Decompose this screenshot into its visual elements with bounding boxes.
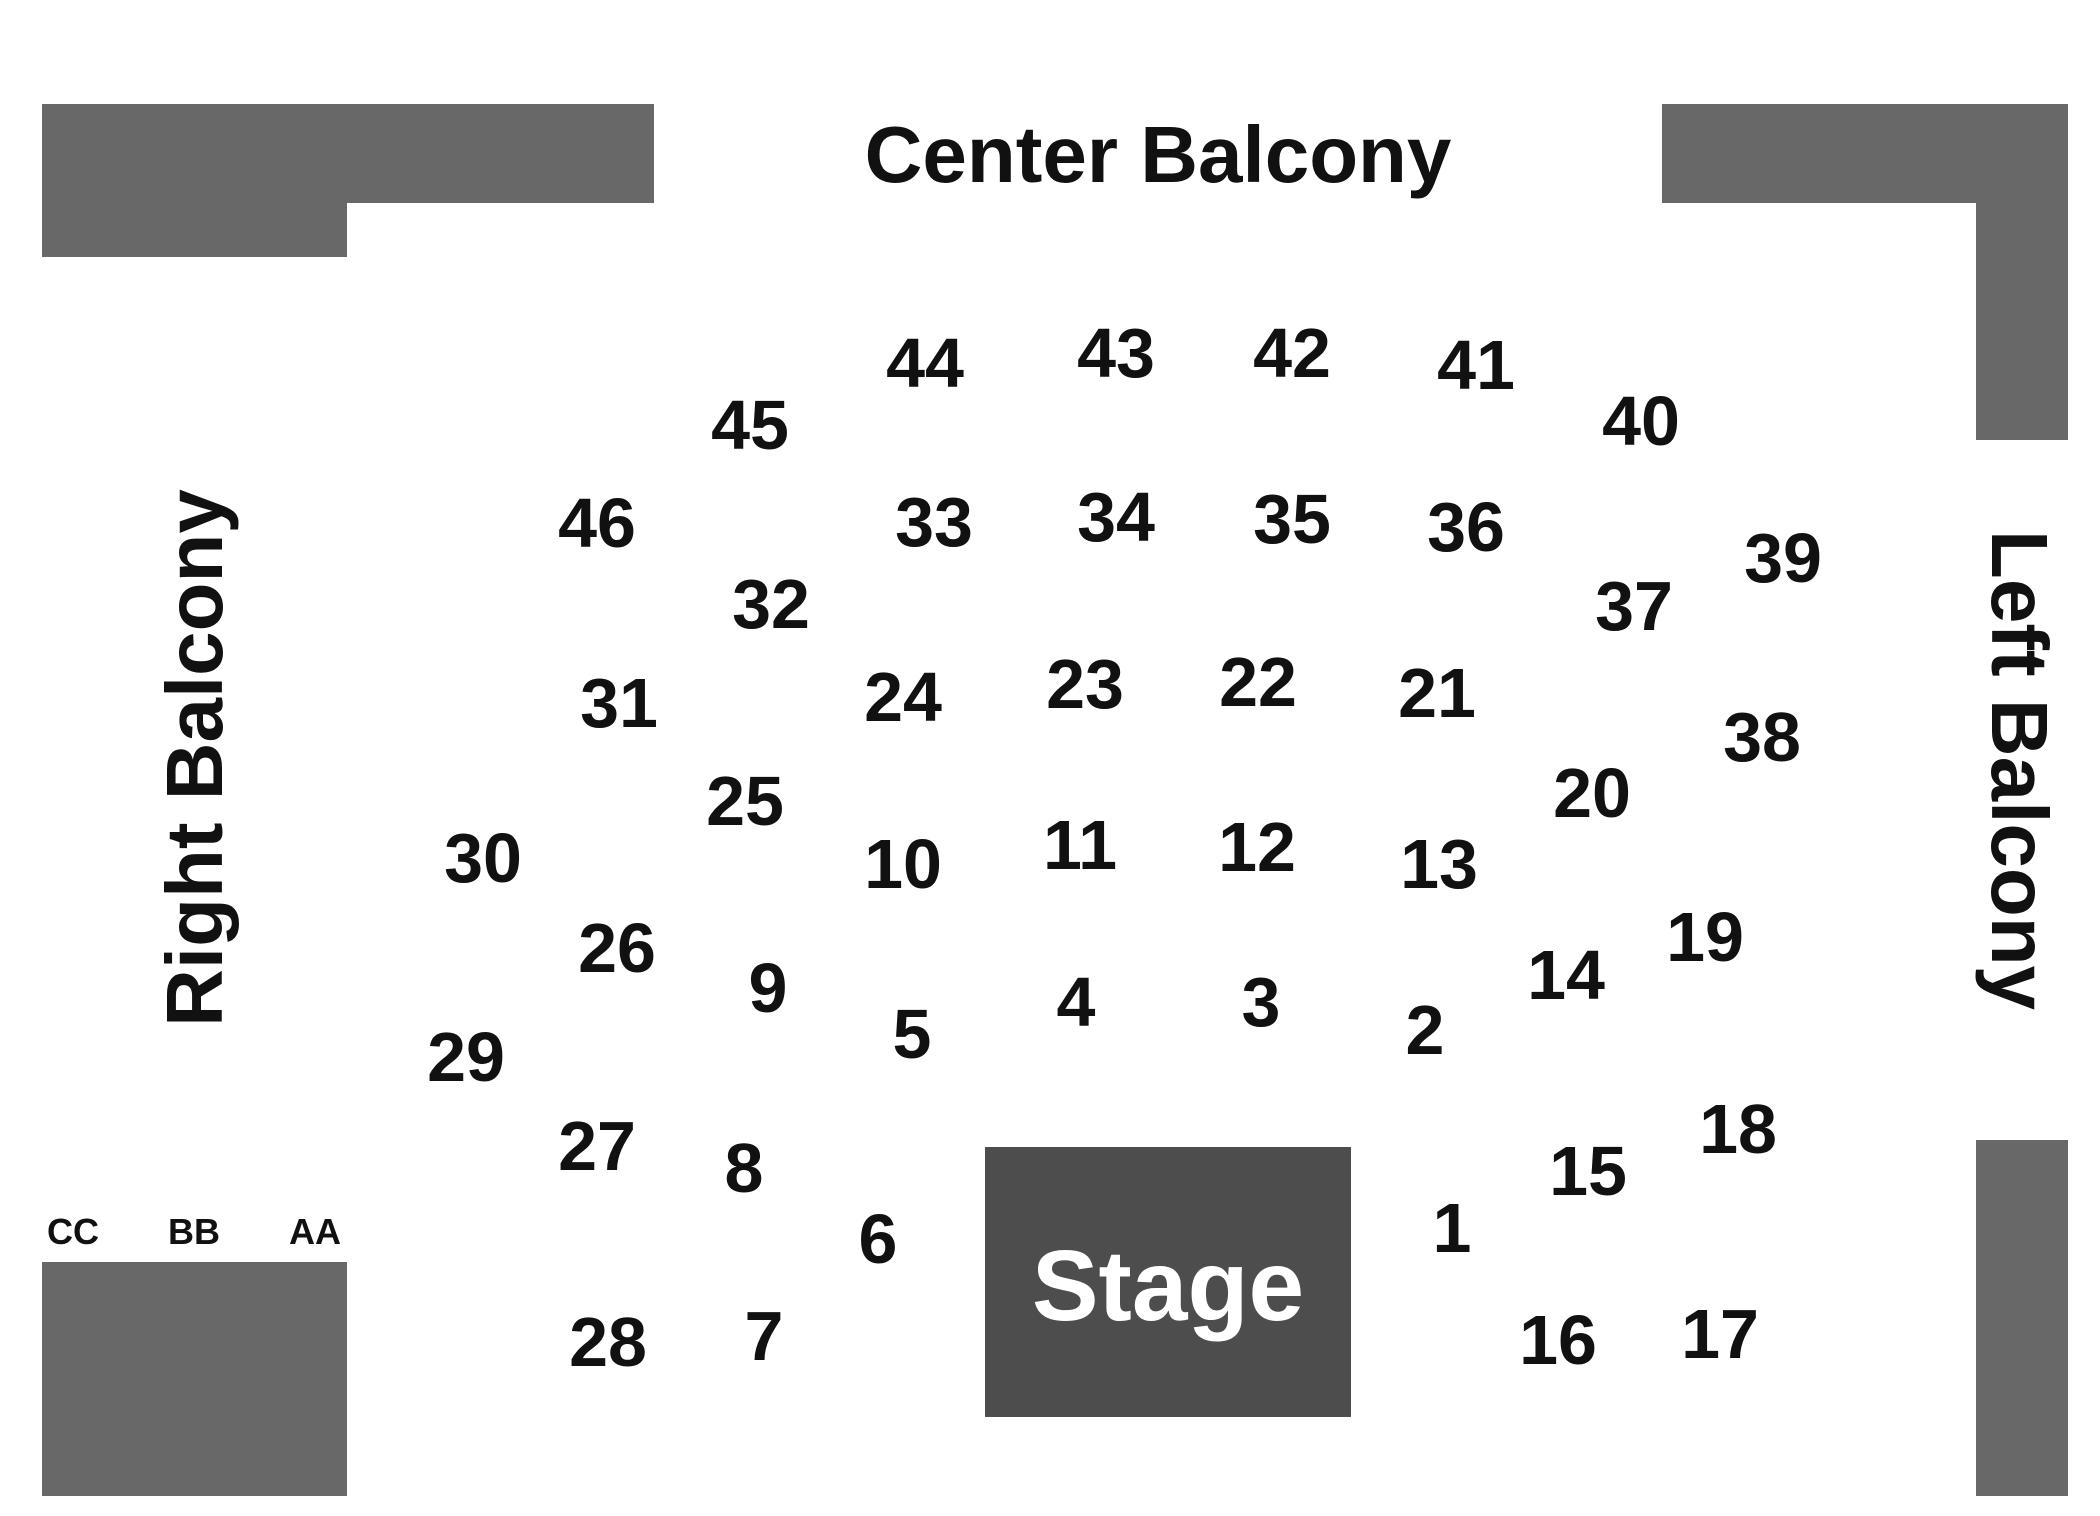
table-46[interactable]: 46	[558, 484, 636, 562]
table-36[interactable]: 36	[1427, 488, 1505, 566]
left-balcony-lower-block[interactable]	[1976, 1140, 2068, 1496]
table-10[interactable]: 10	[864, 825, 942, 903]
table-6[interactable]: 6	[859, 1200, 898, 1278]
table-28[interactable]: 28	[569, 1303, 647, 1381]
table-7[interactable]: 7	[745, 1297, 784, 1375]
row-label-aa: AA	[289, 1211, 341, 1252]
table-25[interactable]: 25	[706, 762, 784, 840]
table-11[interactable]: 11	[1043, 806, 1117, 884]
center-balcony-label: Center Balcony	[865, 110, 1452, 199]
table-45[interactable]: 45	[711, 386, 789, 464]
table-3[interactable]: 3	[1242, 963, 1281, 1041]
table-29[interactable]: 29	[427, 1018, 505, 1096]
table-12[interactable]: 12	[1218, 808, 1296, 886]
stage-label: Stage	[1032, 1230, 1304, 1342]
table-14[interactable]: 14	[1527, 936, 1605, 1014]
table-34[interactable]: 34	[1077, 478, 1155, 556]
table-41[interactable]: 41	[1437, 326, 1515, 404]
table-32[interactable]: 32	[732, 565, 810, 643]
table-5[interactable]: 5	[893, 995, 932, 1073]
table-40[interactable]: 40	[1602, 382, 1680, 460]
table-43[interactable]: 43	[1077, 314, 1155, 392]
left-balcony-label: Left Balcony	[1975, 530, 2064, 1011]
table-2[interactable]: 2	[1406, 991, 1445, 1069]
center-balcony-right-block[interactable]	[1662, 104, 2068, 440]
table-13[interactable]: 13	[1400, 825, 1478, 903]
table-33[interactable]: 33	[895, 483, 973, 561]
table-37[interactable]: 37	[1595, 567, 1673, 645]
row-label-cc: CC	[47, 1211, 99, 1252]
right-balcony-label: Right Balcony	[150, 489, 239, 1027]
table-39[interactable]: 39	[1744, 519, 1822, 597]
table-18[interactable]: 18	[1699, 1090, 1777, 1168]
table-15[interactable]: 15	[1549, 1132, 1627, 1210]
table-30[interactable]: 30	[444, 819, 522, 897]
table-22[interactable]: 22	[1219, 643, 1297, 721]
table-38[interactable]: 38	[1723, 698, 1801, 776]
table-8[interactable]: 8	[725, 1129, 764, 1207]
table-4[interactable]: 4	[1057, 963, 1096, 1041]
table-42[interactable]: 42	[1253, 314, 1331, 392]
table-1[interactable]: 1	[1433, 1189, 1472, 1267]
table-31[interactable]: 31	[580, 664, 658, 742]
table-23[interactable]: 23	[1046, 645, 1124, 723]
table-9[interactable]: 9	[749, 949, 788, 1027]
table-21[interactable]: 21	[1398, 654, 1476, 732]
table-20[interactable]: 20	[1553, 754, 1631, 832]
table-17[interactable]: 17	[1681, 1295, 1759, 1373]
table-16[interactable]: 16	[1519, 1301, 1597, 1379]
table-27[interactable]: 27	[558, 1107, 636, 1185]
table-19[interactable]: 19	[1666, 898, 1744, 976]
table-24[interactable]: 24	[864, 658, 942, 736]
stage-block[interactable]	[985, 1147, 1351, 1417]
table-26[interactable]: 26	[578, 909, 656, 987]
right-balcony-lower-block[interactable]	[42, 1262, 347, 1496]
table-44[interactable]: 44	[886, 324, 964, 402]
center-balcony-left-block[interactable]	[42, 104, 654, 257]
row-label-bb: BB	[168, 1211, 220, 1252]
table-35[interactable]: 35	[1253, 480, 1331, 558]
